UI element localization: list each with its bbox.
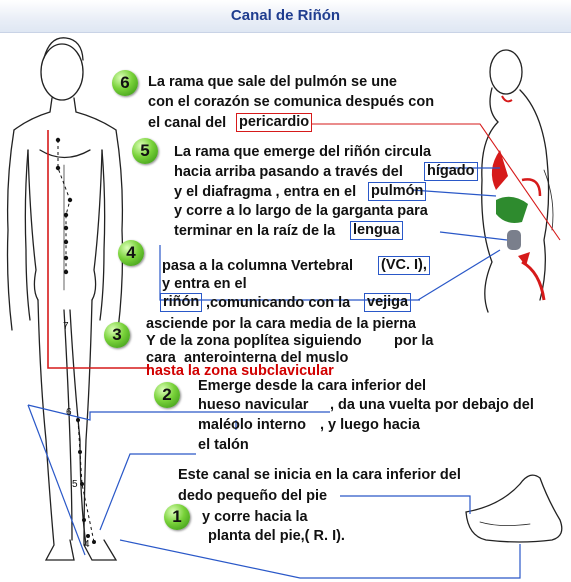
step-2-line: Emerge desde la cara inferior del: [198, 378, 427, 394]
figure-label: 7: [63, 321, 69, 332]
step-4-line: pasa a la columna Vertebral: [162, 258, 354, 274]
step-3-line: asciende por la cara media de la pierna: [146, 316, 416, 332]
step-1-line: dedo pequeño del pie: [178, 488, 328, 504]
figure-label: 6: [66, 407, 72, 418]
step-4-line: ,comunicando con la: [206, 295, 351, 311]
step-badge-5: 5: [132, 138, 158, 164]
step-3-line: cara: [146, 350, 176, 366]
red-connector: [312, 123, 561, 241]
term-pericardio: pericardio: [236, 113, 313, 132]
figure-label: 5: [72, 479, 78, 490]
figure-torso: [27, 149, 39, 301]
step-2-line: el talón: [198, 437, 249, 453]
term-pulmon: pulmón: [368, 182, 427, 201]
step-badge-1: 1: [164, 504, 190, 530]
step-5-line: y el diafragma , entra en el: [174, 184, 357, 200]
channel-line: [47, 130, 150, 369]
step-badge-6: 6: [112, 70, 138, 96]
step-1-line: Este canal se inicia en la cara inferior…: [178, 467, 461, 483]
step-2-line: , y luego hacia: [320, 417, 420, 433]
organ-icons: [491, 95, 546, 301]
term-rinon: riñón: [160, 293, 203, 312]
step-badge-2: 2: [154, 382, 180, 408]
figure-right-leg: [83, 299, 118, 561]
figure-left-leg: [37, 299, 75, 561]
step-2-line: maléolo interno: [198, 417, 306, 433]
step-1-line: planta del pie,( R. I).: [208, 528, 345, 544]
figure-left-arm: [6, 129, 15, 331]
step-6-line: el canal del: [148, 115, 227, 131]
figure-head: [40, 43, 84, 101]
page-title: Canal de Riñón: [230, 7, 341, 24]
figure-label: 4: [84, 539, 90, 550]
side-figure-head: [489, 49, 523, 95]
step-2-line: hueso navicular: [198, 397, 309, 413]
term-vejiga: vejiga: [364, 293, 412, 312]
step-1-line: y corre hacia la: [202, 509, 308, 525]
step-badge-4: 4: [118, 240, 144, 266]
step-5-line: hacia arriba pasando a través del: [174, 164, 403, 180]
step-5-line: y corre a lo largo de la garganta para: [174, 203, 428, 219]
side-figure-body: [481, 87, 499, 313]
step-6-line: con el corazón se comunica después con: [148, 94, 435, 110]
step-3-line: por la: [394, 333, 434, 349]
step-4-line: y entra en el: [162, 276, 247, 292]
step-2-line: , da una vuelta por debajo del: [330, 397, 534, 413]
step-3-line: anterointerna del muslo: [184, 350, 349, 366]
foot-drawing: [465, 474, 563, 543]
step-3-line: Y de la zona poplítea siguiendo: [146, 333, 362, 349]
step-3-line-subclavicular: hasta la zona subclavicular: [146, 363, 334, 379]
term-vc: (VC. I),: [378, 256, 430, 275]
step-badge-3: 3: [104, 322, 130, 348]
step-5-line: terminar en la raíz de la: [174, 223, 336, 239]
term-lengua: lengua: [350, 221, 403, 240]
step-5-line: La rama que emerge del riñón circula: [174, 144, 432, 160]
term-higado: hígado: [424, 162, 478, 181]
title-bar: [0, 0, 571, 33]
figure-right-arm: [115, 129, 124, 331]
step-6-line: La rama que sale del pulmón se une: [148, 74, 397, 90]
